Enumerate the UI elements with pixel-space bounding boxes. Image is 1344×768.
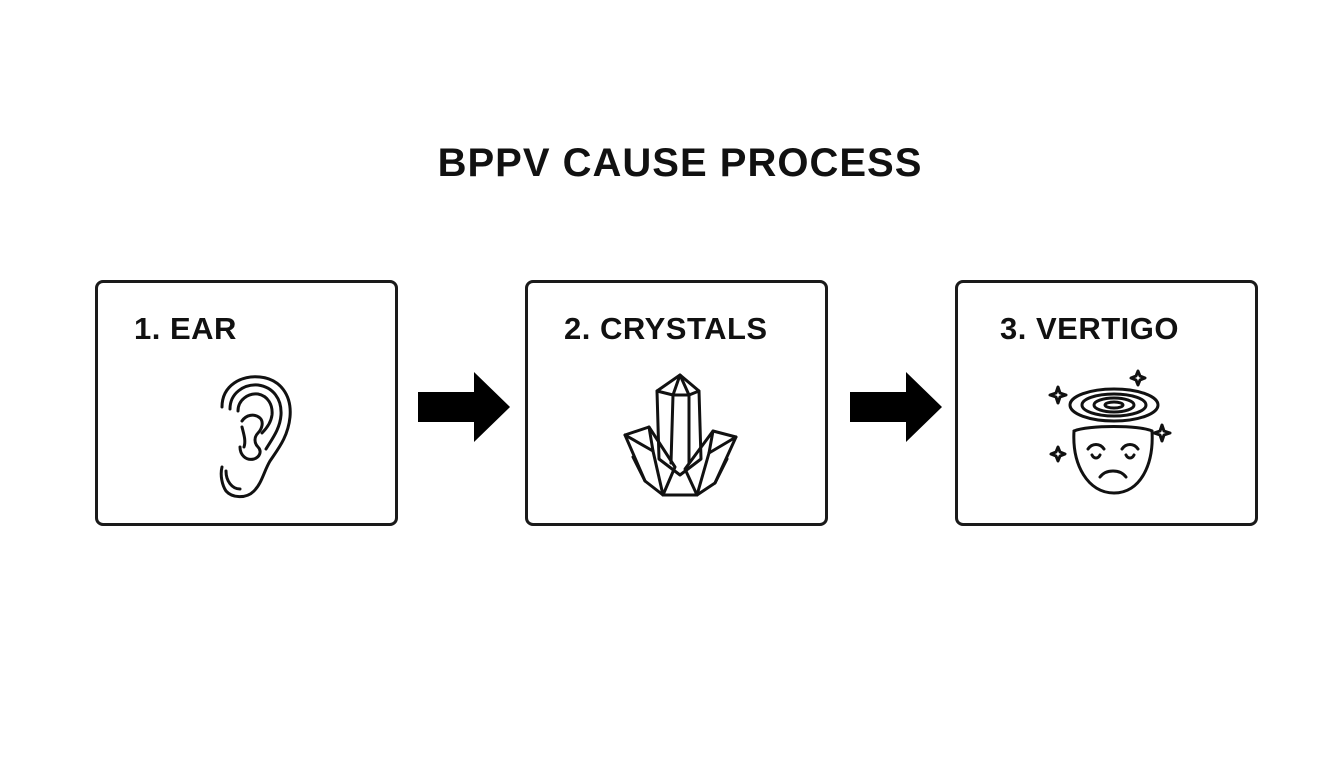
step-label-vertigo: 3. VERTIGO [1000,311,1179,346]
step-box-crystals: 2. CRYSTALS [525,280,828,526]
arrow-right-icon [418,372,510,442]
step-box-vertigo: 3. VERTIGO [955,280,1258,526]
ear-icon [219,375,292,499]
arrow-right-icon [850,372,942,442]
diagram-title: BPPV CAUSE PROCESS [437,141,923,185]
dizzy-face-icon [1048,369,1172,495]
crystals-icon [623,373,738,497]
step-box-ear: 1. EAR [95,280,398,526]
step-label-crystals: 2. CRYSTALS [564,311,768,346]
step-label-ear: 1. EAR [134,311,237,346]
